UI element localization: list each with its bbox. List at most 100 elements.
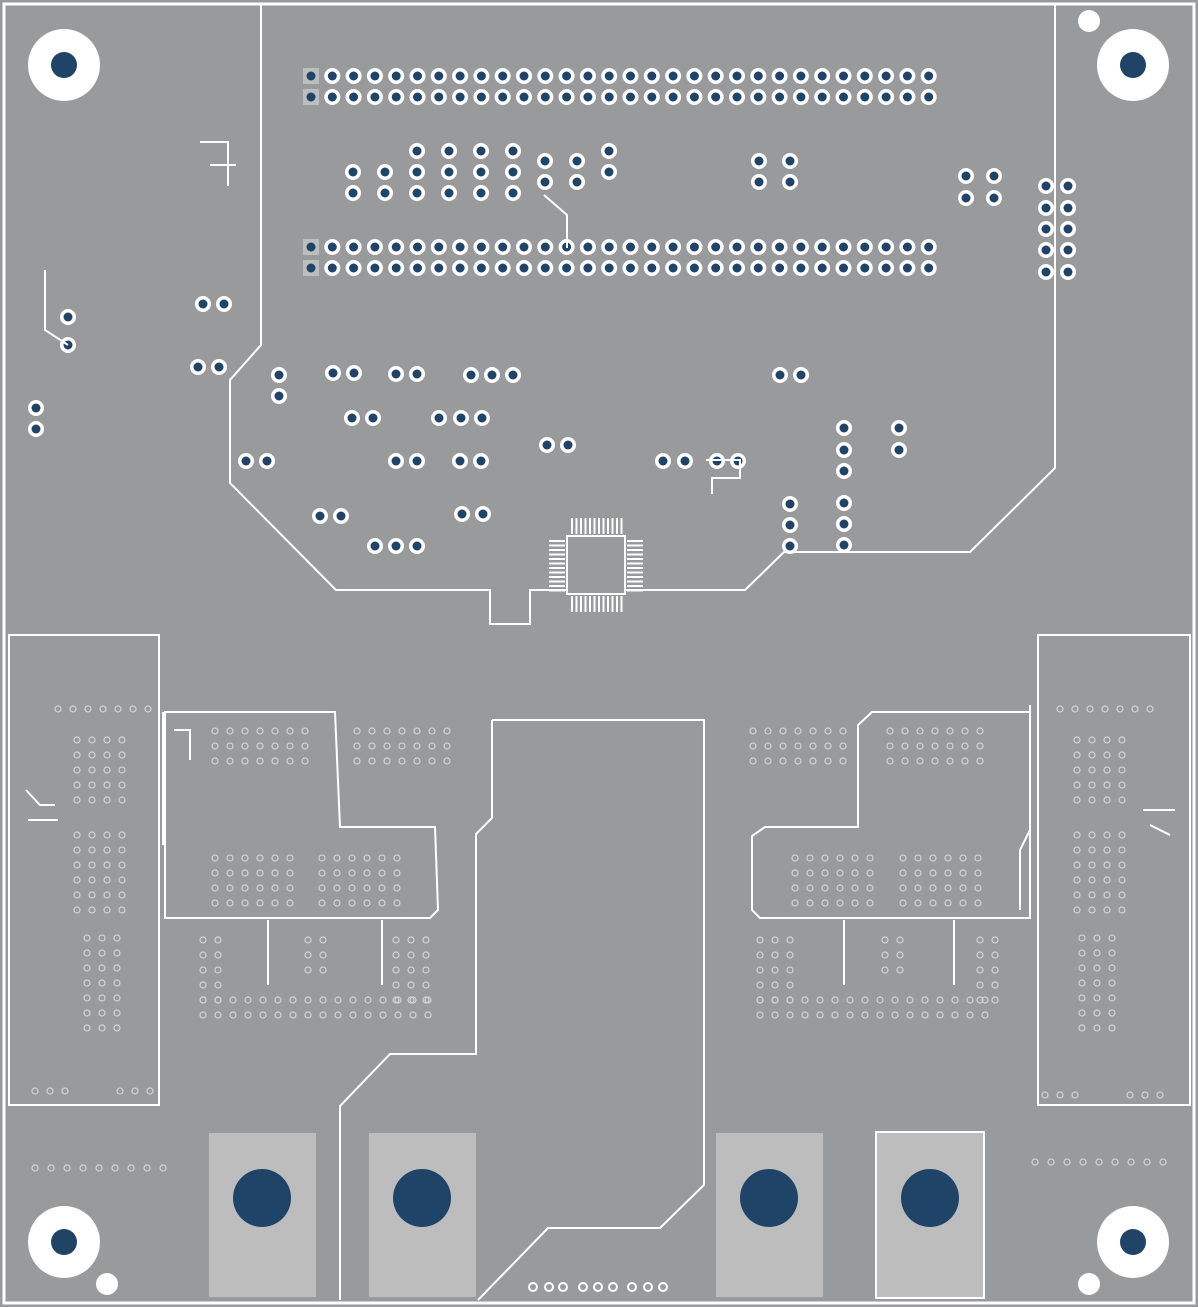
via [1086, 705, 1094, 713]
drill-hole [519, 242, 529, 252]
via [1103, 781, 1111, 789]
via [118, 846, 126, 854]
via [199, 936, 207, 944]
drill-hole [193, 362, 203, 372]
drill-hole [476, 188, 486, 198]
via [214, 966, 222, 974]
via [1071, 1091, 1079, 1099]
via [214, 1011, 222, 1019]
via [861, 1011, 869, 1019]
drill-hole [413, 92, 422, 102]
ic-lead [589, 596, 591, 612]
via [364, 996, 372, 1004]
via [1041, 1091, 1049, 1099]
via [836, 854, 844, 862]
drill-hole [839, 519, 849, 529]
drill-hole [572, 177, 582, 187]
via [113, 994, 121, 1002]
via [756, 996, 764, 1004]
via [881, 966, 889, 974]
via [1093, 964, 1101, 972]
header-row-mid-b [303, 260, 937, 276]
ic-lead [627, 562, 643, 565]
via [88, 891, 96, 899]
via [378, 884, 386, 892]
via [961, 727, 969, 735]
drill-hole [519, 92, 529, 102]
via [413, 757, 421, 765]
via [241, 854, 249, 862]
via [73, 861, 81, 869]
drill-hole [434, 92, 444, 102]
via [383, 742, 391, 750]
ic-lead [627, 576, 643, 578]
via [866, 884, 874, 892]
via [226, 884, 234, 892]
ic-lead [580, 596, 582, 612]
via-field [31, 705, 1167, 1292]
via [286, 727, 294, 735]
via [73, 876, 81, 884]
via [771, 981, 779, 989]
via [103, 831, 111, 839]
drill-hole [31, 424, 41, 434]
via [363, 854, 371, 862]
via [118, 781, 126, 789]
via [1146, 705, 1154, 713]
via [392, 951, 400, 959]
drill-hole [583, 263, 593, 273]
drill-hole [785, 520, 795, 530]
via [304, 1011, 312, 1019]
via [46, 1087, 54, 1095]
via [318, 869, 326, 877]
via [256, 884, 264, 892]
drill-hole [902, 92, 912, 102]
via [226, 899, 234, 907]
via [846, 996, 854, 1004]
via [378, 899, 386, 907]
drill-hole [924, 242, 934, 252]
via [1143, 1158, 1151, 1166]
via [1103, 796, 1111, 804]
via [821, 899, 829, 907]
via [241, 884, 249, 892]
via [409, 1011, 417, 1019]
via [159, 1164, 167, 1172]
drill-hole [444, 167, 454, 177]
ic-lead [575, 518, 578, 534]
drill-hole [583, 242, 593, 252]
via [816, 1011, 824, 1019]
drill-hole [796, 71, 806, 81]
via [61, 1087, 69, 1095]
via [929, 899, 937, 907]
via [103, 846, 111, 854]
via [226, 742, 234, 750]
via [409, 996, 417, 1004]
drill-hole [689, 242, 699, 252]
via [786, 951, 794, 959]
via [1108, 1009, 1116, 1017]
via [1088, 796, 1096, 804]
drill-hole [796, 263, 806, 273]
via [211, 727, 219, 735]
via [271, 742, 279, 750]
drill-hole [540, 177, 550, 187]
via [976, 981, 984, 989]
via [424, 996, 432, 1004]
drill-hole [508, 167, 518, 177]
drill-hole [391, 369, 401, 379]
via [824, 757, 832, 765]
via [791, 884, 799, 892]
via [916, 727, 924, 735]
drill-hole [563, 440, 573, 450]
ic-leads [549, 518, 643, 612]
via [1095, 1158, 1103, 1166]
drill-hole [839, 242, 848, 252]
via [931, 757, 939, 765]
via [428, 727, 436, 735]
via [1073, 796, 1081, 804]
via [214, 996, 222, 1004]
via [73, 846, 81, 854]
drill-hole [626, 242, 635, 252]
drill-hole [894, 445, 904, 455]
